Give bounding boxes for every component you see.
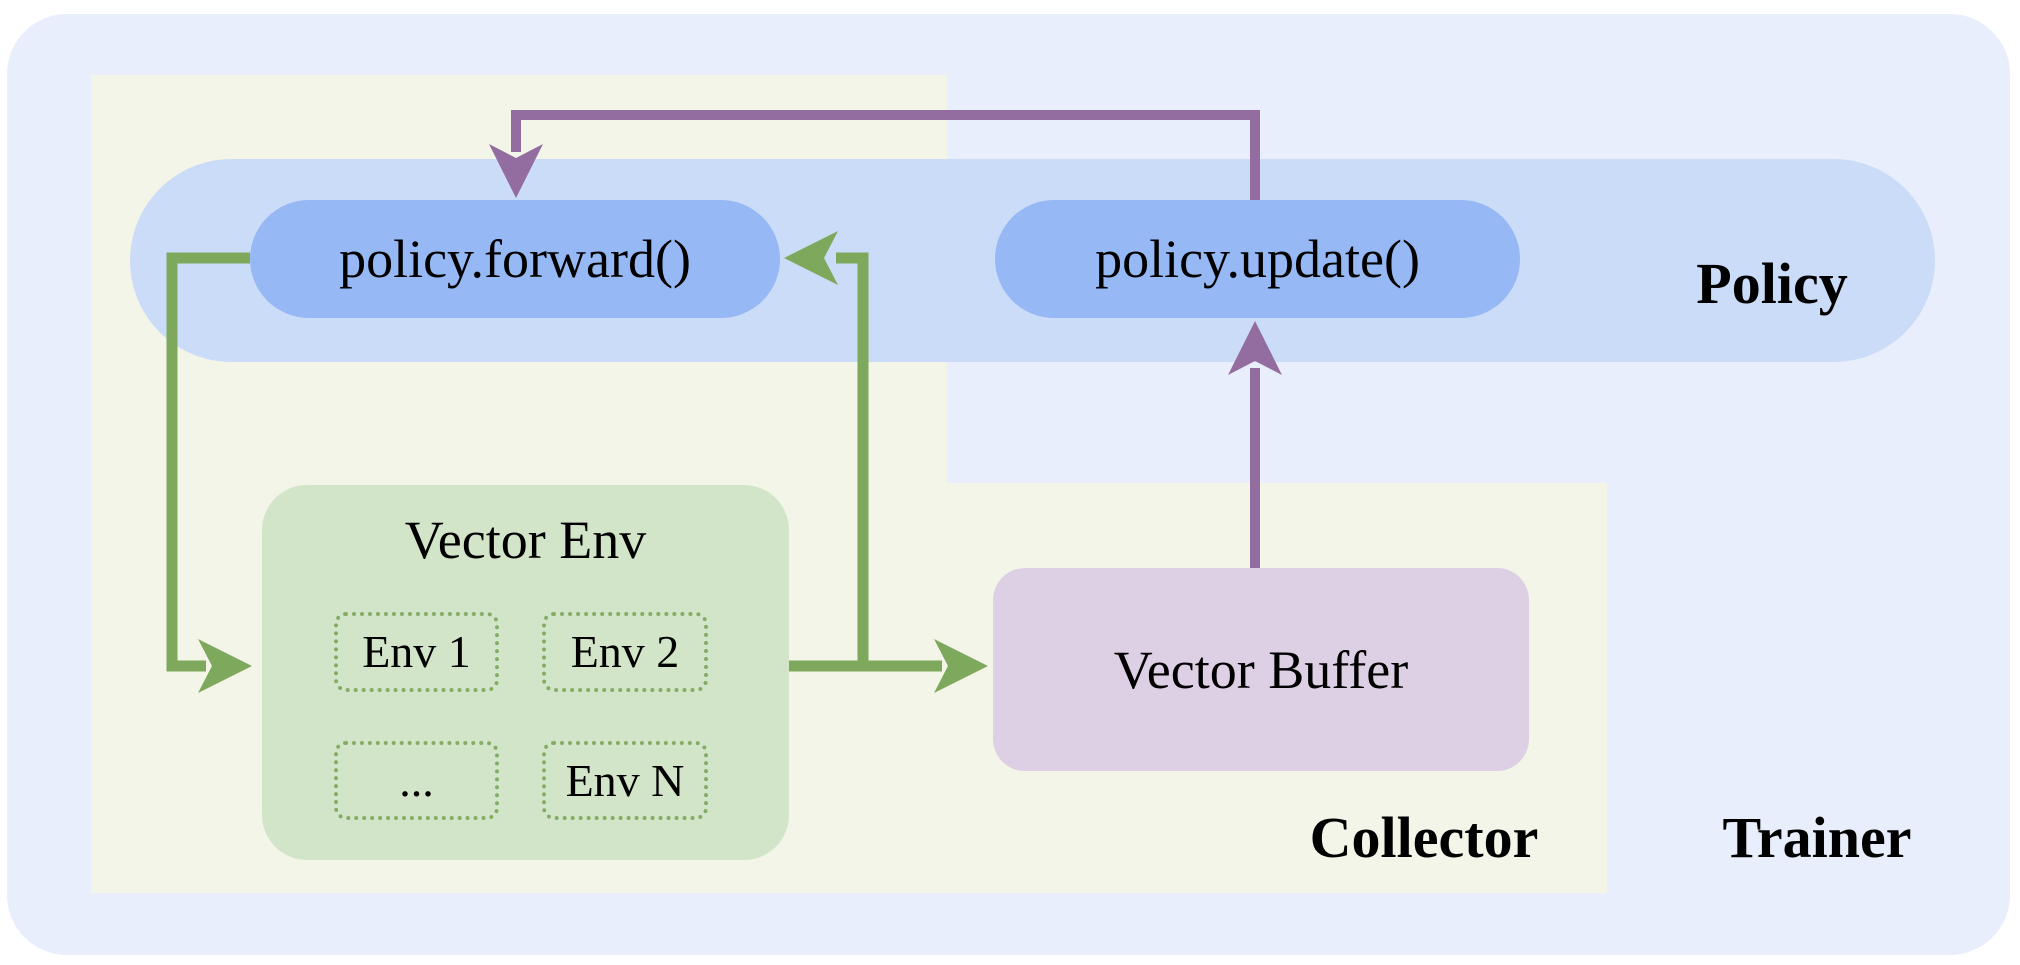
- policy-update-label: policy.update(): [1095, 229, 1420, 289]
- trainer-region-label: Trainer: [1722, 805, 1912, 870]
- env-slot-2: Env 2: [542, 612, 708, 692]
- env-slot-1-label: Env 1: [362, 626, 471, 677]
- env-slot-ellipsis-label: ...: [399, 754, 434, 806]
- policy-forward-label: policy.forward(): [339, 229, 691, 289]
- env-slot-n: Env N: [542, 741, 708, 820]
- env-slot-1: Env 1: [334, 612, 499, 692]
- policy-update-node: policy.update(): [995, 200, 1520, 318]
- vector-env-title: Vector Env: [404, 510, 647, 570]
- env-slot-n-label: Env N: [565, 754, 685, 806]
- vector-env-node: Vector Env Env 1 Env 2 ... Env N: [262, 485, 789, 860]
- policy-forward-node: policy.forward(): [250, 200, 780, 318]
- collector-region-label: Collector: [1309, 805, 1539, 870]
- vector-buffer-node: Vector Buffer: [993, 568, 1529, 771]
- env-slot-2-label: Env 2: [570, 626, 680, 677]
- env-slot-ellipsis: ...: [334, 741, 499, 820]
- vector-buffer-label: Vector Buffer: [1113, 639, 1409, 700]
- policy-region-label: Policy: [1696, 251, 1848, 316]
